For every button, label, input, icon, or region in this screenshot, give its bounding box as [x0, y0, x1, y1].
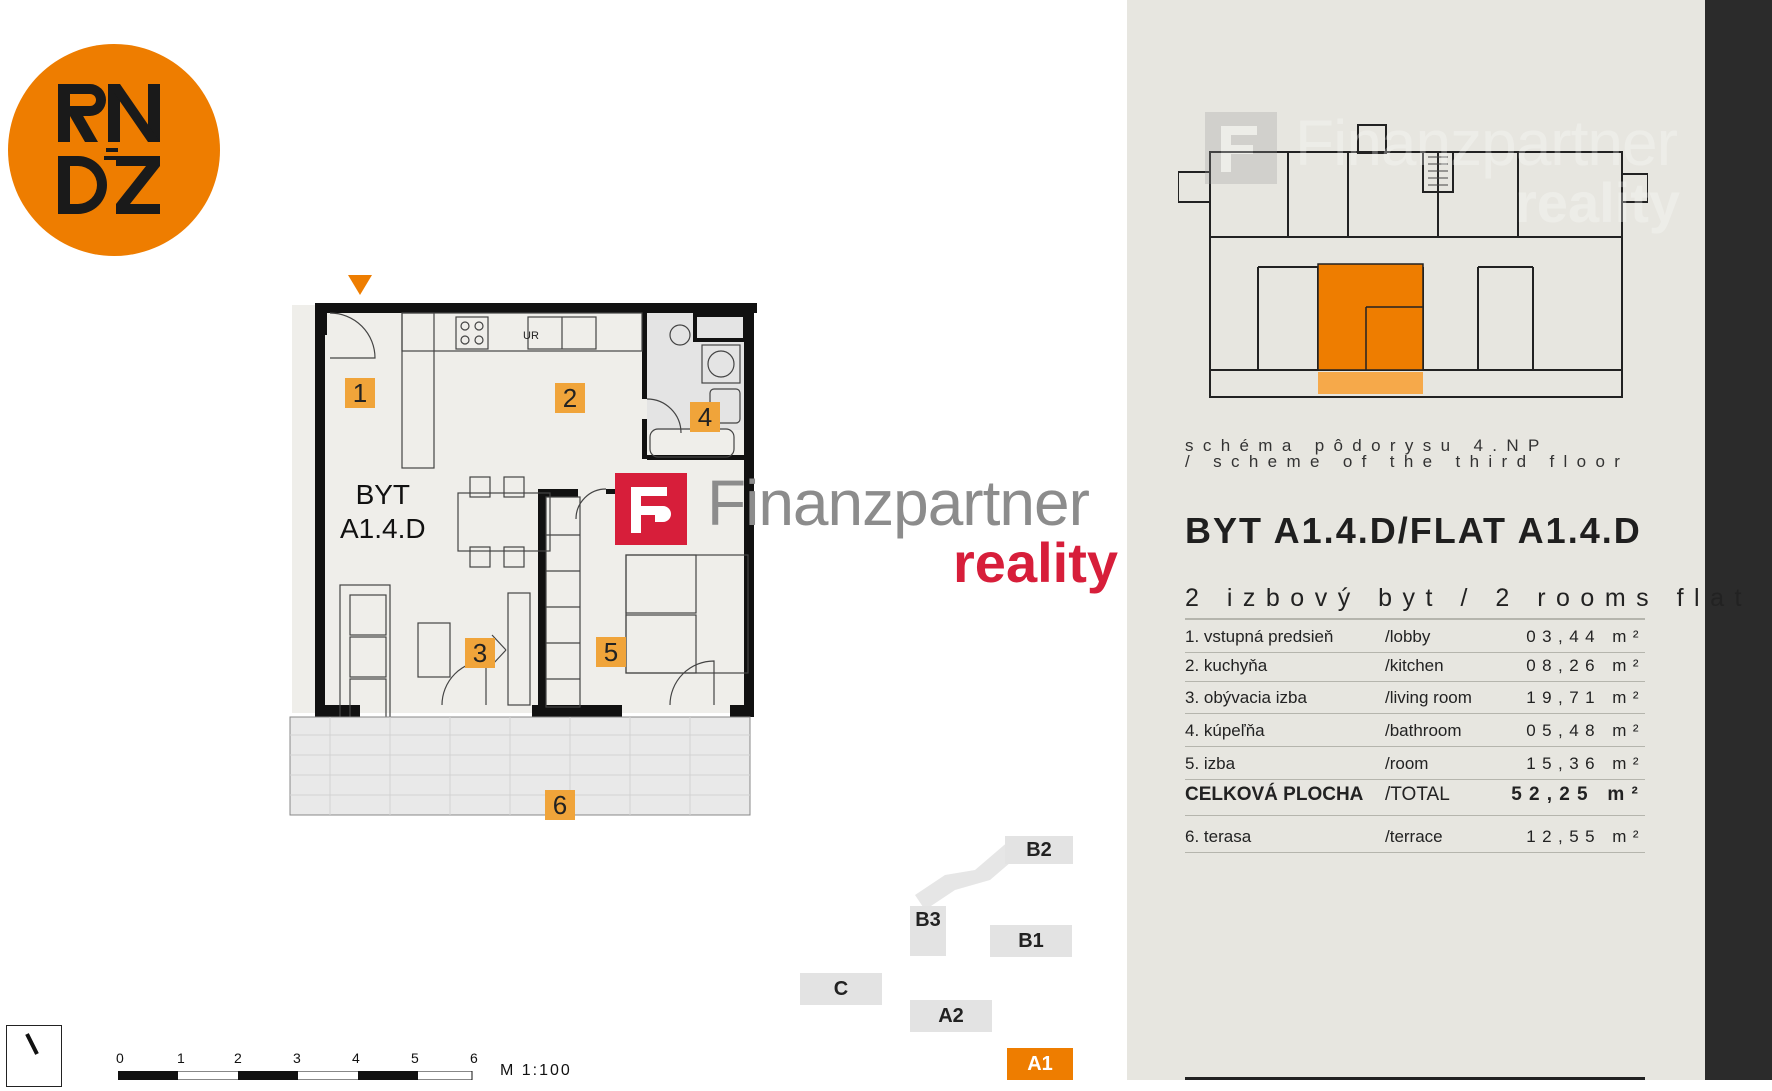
- block-B1: B1: [990, 925, 1072, 957]
- area-row: 4. kúpeľňa /bathroom 05,48 m²: [1185, 714, 1645, 747]
- scale-label: M 1:100: [500, 1062, 572, 1079]
- floor-scheme: [1178, 124, 1648, 398]
- apartment-label: BYT A1.4.D: [340, 478, 426, 546]
- room-badge-4: 4: [690, 402, 720, 432]
- area-row-value: 19,71 m²: [1526, 688, 1645, 707]
- north-arrow-icon: [6, 1025, 62, 1087]
- area-total-en: /TOTAL: [1385, 784, 1450, 805]
- area-row: 3. obývacia izba /living room 19,71 m²: [1185, 681, 1645, 714]
- logo-letters: [58, 84, 160, 214]
- scale-tick-4: 4: [352, 1050, 360, 1066]
- area-row: 5. izba /room 15,36 m²: [1185, 747, 1645, 780]
- area-row: 1. vstupná predsieň /lobby 03,44 m²: [1185, 620, 1645, 653]
- urinal-label: UR: [523, 330, 539, 342]
- entrance-arrow-icon: [348, 275, 372, 295]
- scheme-caption-en: / scheme of the third floor: [1185, 452, 1630, 471]
- room-badge-5: 5: [596, 637, 626, 667]
- area-row-value: 03,44 m²: [1526, 627, 1645, 646]
- area-row-en: /living room: [1385, 688, 1472, 707]
- area-extra-row: 6. terasa /terrace 12,55 m²: [1185, 820, 1645, 853]
- area-row-en: /lobby: [1385, 627, 1431, 646]
- outer-walls: [315, 303, 757, 717]
- scale-ticks: 0 1 2 3 4 5 6: [116, 1050, 486, 1068]
- area-row-sk: 3. obývacia izba: [1185, 688, 1307, 707]
- area-total-sk: CELKOVÁ PLOCHA: [1185, 784, 1364, 805]
- finanzpartner-logo-icon: [615, 473, 687, 545]
- area-row-sk: 2. kuchyňa: [1185, 656, 1268, 675]
- room-badge-3: 3: [465, 638, 495, 668]
- block-key-connector: [915, 840, 1025, 910]
- area-row-value: 15,36 m²: [1526, 754, 1645, 773]
- floor-plan: UR: [289, 275, 757, 816]
- scheme-caption-sk: schéma pôdorysu 4.NP: [1185, 436, 1549, 455]
- area-row-en: /room: [1385, 754, 1429, 773]
- highlighted-flat: [1317, 263, 1424, 371]
- finanzpartner-logo-icon: [1205, 112, 1277, 184]
- room-badge-6: 6: [545, 790, 575, 820]
- block-B3: B3: [910, 906, 946, 956]
- block-A1-active: A1: [1007, 1048, 1073, 1080]
- area-row-en: /bathroom: [1385, 721, 1462, 740]
- area-row-sk: 1. vstupná predsieň: [1185, 627, 1334, 646]
- watermark-sub: reality: [953, 531, 1118, 594]
- info-panel: [1127, 0, 1705, 1080]
- scale-tick-6: 6: [470, 1050, 478, 1066]
- watermark-panel-sub: reality: [1515, 171, 1680, 234]
- dark-edge-strip: [1705, 0, 1772, 1080]
- area-extra-value: 12,55 m²: [1526, 827, 1645, 846]
- divider: [1185, 618, 1645, 620]
- area-row-value: 08,26 m²: [1526, 656, 1645, 675]
- area-row-sk: 4. kúpeľňa: [1185, 721, 1265, 740]
- rndez-logo: [8, 44, 220, 256]
- watermark-word: Finanzpartner: [707, 467, 1090, 539]
- apartment-label-line2: A1.4.D: [340, 513, 426, 544]
- area-row-value: 05,48 m²: [1526, 721, 1645, 740]
- scale-bar: [118, 1071, 473, 1080]
- area-total-value: 52,25 m²: [1511, 784, 1645, 805]
- area-row-en: /kitchen: [1385, 656, 1444, 675]
- area-extra-en: /terrace: [1385, 827, 1443, 846]
- watermark-panel-word: Finanzpartner: [1295, 107, 1678, 179]
- area-extra-sk: 6. terasa: [1185, 827, 1252, 846]
- block-B2: B2: [1005, 836, 1073, 864]
- scale-tick-5: 5: [411, 1050, 419, 1066]
- scale-tick-3: 3: [293, 1050, 301, 1066]
- block-C: C: [800, 973, 882, 1005]
- apartment-label-line1: BYT: [355, 479, 411, 510]
- highlighted-terrace: [1318, 372, 1423, 394]
- panel-bottom-rule: [1185, 1077, 1645, 1080]
- scale-tick-1: 1: [177, 1050, 185, 1066]
- flat-subtitle: 2 izbový byt / 2 rooms flat: [1185, 584, 1752, 612]
- scale-tick-2: 2: [234, 1050, 242, 1066]
- area-total-row: CELKOVÁ PLOCHA /TOTAL 52,25 m²: [1185, 777, 1645, 816]
- room-badge-2: 2: [555, 383, 585, 413]
- area-row-sk: 5. izba: [1185, 754, 1236, 773]
- room-badge-1: 1: [345, 378, 375, 408]
- area-row: 2. kuchyňa /kitchen 08,26 m²: [1185, 649, 1645, 682]
- flat-title: BYT A1.4.D/FLAT A1.4.D: [1185, 510, 1642, 551]
- block-A2: A2: [910, 1000, 992, 1032]
- scale-tick-0: 0: [116, 1050, 124, 1066]
